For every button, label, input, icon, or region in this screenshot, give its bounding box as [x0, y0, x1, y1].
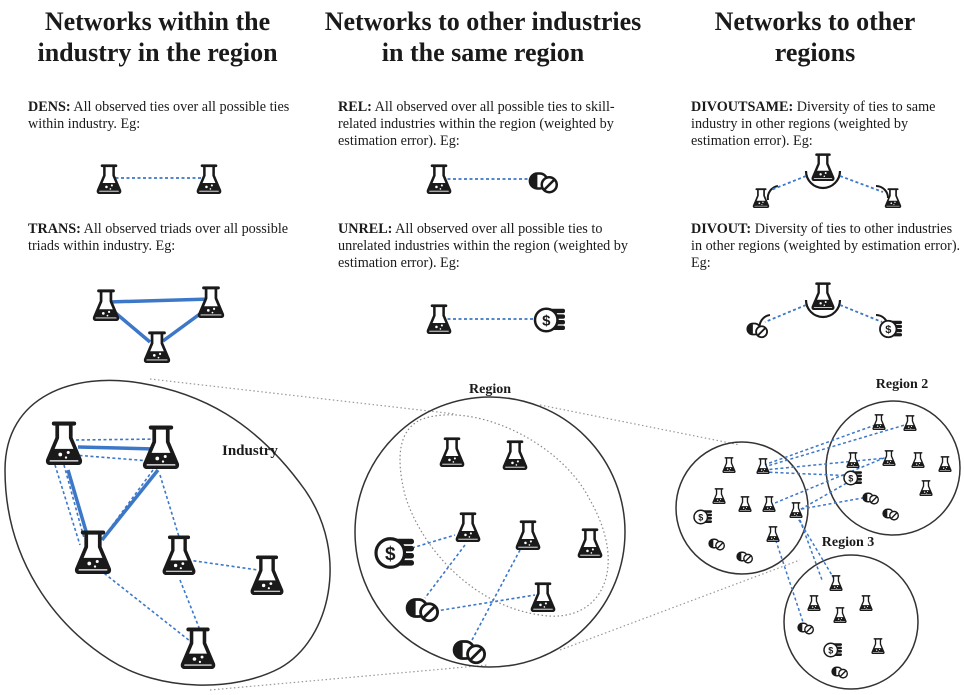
- region-2-label: Region 2: [876, 377, 929, 392]
- flask-icon: [938, 456, 952, 472]
- pill-icon: [405, 598, 439, 623]
- flask-icon: [426, 304, 452, 334]
- flask-icon: [756, 458, 770, 474]
- pill-icon: [797, 622, 814, 635]
- flask-icon: [884, 188, 902, 208]
- coins-icon: [693, 509, 713, 525]
- divoutsame-example: [752, 153, 902, 208]
- pill-icon: [882, 508, 899, 521]
- flask-icon: [919, 480, 933, 496]
- title-line: Networks to other industries: [324, 7, 642, 36]
- flask-icon: [197, 286, 225, 318]
- definition-term: DIVOUTSAME:: [691, 99, 794, 115]
- region-label: Region: [469, 382, 511, 397]
- column-title-other-regions: Networks to other regions: [680, 6, 950, 68]
- coins-icon: [879, 319, 903, 339]
- pill-icon: [862, 492, 879, 505]
- flask-icon: [577, 528, 603, 558]
- divout-example: [746, 282, 903, 339]
- definition-text: All observed over all possible ties to u…: [338, 221, 628, 271]
- flask-icon: [829, 575, 843, 591]
- flask-icon: [738, 496, 752, 512]
- flask-icon: [810, 282, 836, 310]
- flask-icon: [92, 289, 120, 321]
- flask-icon: [426, 164, 452, 194]
- title-line: industry in the region: [37, 38, 278, 67]
- zoom-lines: [149, 378, 801, 691]
- flask-icon: [752, 188, 770, 208]
- flask-icon: [164, 537, 194, 573]
- definition-text: All observed triads over all possible tr…: [28, 221, 289, 254]
- dens-example: [96, 164, 222, 194]
- pill-icon: [528, 172, 558, 194]
- definition-term: REL:: [338, 99, 372, 115]
- title-line: Networks within the: [44, 7, 271, 36]
- coins-icon: [823, 642, 843, 658]
- pill-icon: [452, 640, 486, 665]
- flask-icon: [871, 638, 885, 654]
- flask-icon: [810, 153, 836, 181]
- region-2-circle: [825, 400, 961, 536]
- flask-icon: [911, 452, 925, 468]
- flask-icon: [502, 440, 528, 470]
- flask-icon: [807, 595, 821, 611]
- flask-icon: [722, 457, 736, 473]
- flask-icon: [872, 414, 886, 430]
- definition-term: TRANS:: [28, 221, 81, 237]
- definition-text: All observed over all possible ties to s…: [338, 99, 615, 149]
- definition-term: UNREL:: [338, 221, 393, 237]
- trans-example: [92, 286, 225, 363]
- region-circle: Region: [354, 382, 626, 668]
- definition-trans: TRANS: All observed triads over all poss…: [28, 221, 308, 255]
- unrel-example: [426, 304, 567, 334]
- column-title-within-industry: Networks within the industry in the regi…: [20, 6, 295, 68]
- flask-icon: [252, 557, 282, 593]
- flask-icon: [455, 512, 481, 542]
- flask-icon: [903, 415, 917, 431]
- flask-icon: [48, 424, 80, 464]
- definition-rel: REL: All observed over all possible ties…: [338, 99, 633, 150]
- column-title-other-industries: Networks to other industries in the same…: [318, 6, 648, 68]
- definition-dens: DENS: All observed ties over all possibl…: [28, 99, 308, 133]
- pill-icon: [746, 322, 768, 339]
- flask-icon: [762, 496, 776, 512]
- pill-icon: [708, 538, 725, 551]
- flask-icon: [859, 595, 873, 611]
- definition-term: DENS:: [28, 99, 71, 115]
- title-line: regions: [774, 38, 856, 67]
- regions-network: Region 2 Region 3: [675, 377, 961, 690]
- industry-label: Industry: [222, 443, 278, 459]
- flask-icon: [182, 629, 213, 667]
- definition-divout: DIVOUT: Diversity of ties to other indus…: [691, 221, 963, 272]
- region-3-circle: [783, 554, 919, 690]
- title-line: Networks to other: [714, 7, 916, 36]
- flask-icon: [96, 164, 122, 194]
- coins-icon: [374, 537, 416, 569]
- coins-icon: [533, 307, 567, 333]
- pill-icon: [831, 666, 848, 679]
- flask-icon: [833, 607, 847, 623]
- definition-divoutsame: DIVOUTSAME: Diversity of ties to same in…: [691, 99, 963, 150]
- flask-icon: [530, 582, 556, 612]
- coins-icon: [843, 470, 863, 486]
- definition-text: Diversity of ties to other industries in…: [691, 221, 961, 271]
- pill-icon: [736, 551, 753, 564]
- flask-icon: [196, 164, 222, 194]
- flask-icon: [712, 488, 726, 504]
- flask-icon: [766, 526, 780, 542]
- title-line: in the same region: [381, 38, 585, 67]
- flask-icon: [439, 437, 465, 467]
- region-3-label: Region 3: [822, 535, 875, 550]
- definition-term: DIVOUT:: [691, 221, 752, 237]
- rel-example: [426, 164, 558, 194]
- industry-capsule: Industry: [4, 379, 331, 686]
- flask-icon: [789, 502, 803, 518]
- definition-unrel: UNREL: All observed over all possible ti…: [338, 221, 633, 272]
- definition-text: All observed ties over all possible ties…: [28, 99, 290, 132]
- definition-text: Diversity of ties to same industry in ot…: [691, 99, 936, 149]
- flask-icon: [515, 520, 541, 550]
